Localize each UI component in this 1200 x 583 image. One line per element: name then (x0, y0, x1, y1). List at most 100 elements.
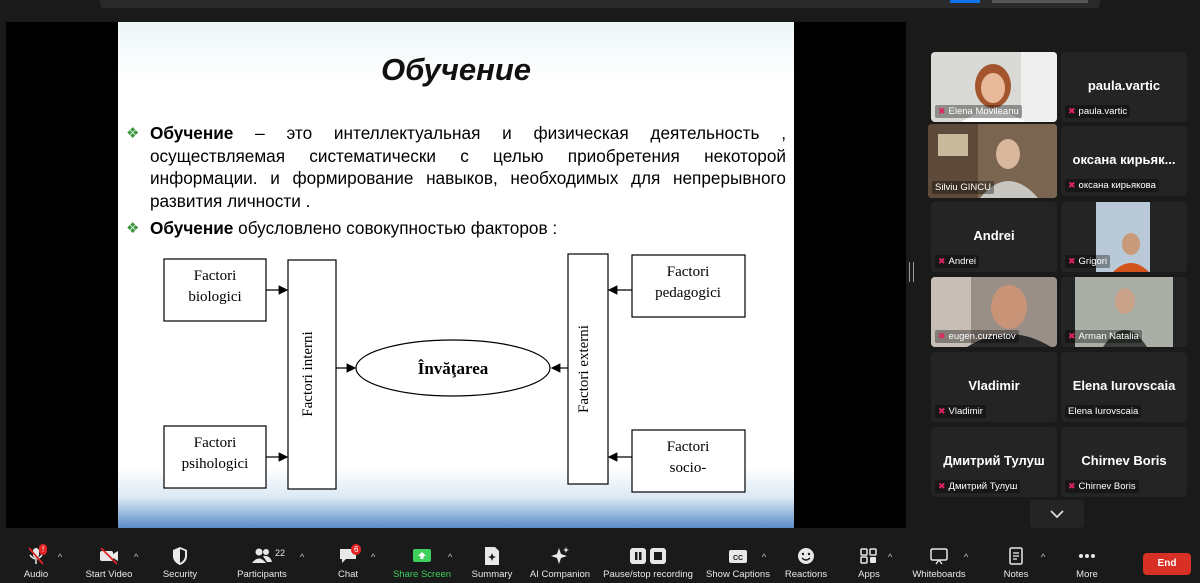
participant-tile[interactable]: ✖Arman Natalia (1061, 277, 1187, 347)
show-captions-button[interactable]: CC Show Captions (704, 538, 772, 583)
participant-video (1061, 277, 1187, 347)
share-screen-button[interactable]: Share Screen (390, 538, 454, 583)
more-button[interactable]: More (1064, 538, 1110, 583)
slide-paragraph-1: Обучение – это интеллектуальная и физиче… (150, 122, 786, 212)
top-bar-accent (950, 0, 980, 3)
participant-label: ✖Grigori (1065, 255, 1111, 268)
video-off-icon (100, 547, 118, 565)
participant-tile[interactable]: Andrei ✖Andrei (931, 202, 1057, 272)
participant-tile[interactable]: оксана кирьяк... ✖оксана кирьякова (1061, 126, 1187, 196)
share-screen-icon (413, 549, 431, 562)
participant-tile[interactable]: ✖Elena Movileanu (931, 52, 1057, 122)
captions-options-caret[interactable]: ^ (762, 552, 767, 562)
p1-bold: Обучение (150, 123, 234, 143)
label-externi: Factori externi (576, 325, 592, 413)
whiteboards-button[interactable]: Whiteboards (906, 538, 972, 583)
whiteboards-label: Whiteboards (912, 569, 966, 580)
captions-label: Show Captions (706, 569, 770, 580)
audio-button[interactable]: ! Audio (12, 538, 60, 583)
participants-options-caret[interactable]: ^ (300, 552, 305, 562)
panel-resize-handle[interactable] (909, 262, 914, 282)
apps-options-caret[interactable]: ^ (888, 552, 893, 562)
participant-display-name: Andrei (973, 228, 1015, 243)
svg-text:CC: CC (733, 555, 743, 562)
share-screen-label: Share Screen (392, 569, 452, 580)
participant-label: ✖paula.vartic (1065, 105, 1131, 118)
box-soc-line1: Factori (667, 439, 710, 455)
notes-button[interactable]: Notes (994, 538, 1038, 583)
chat-label: Chat (337, 569, 359, 580)
apps-icon (860, 548, 877, 564)
bullet-diamond-icon: ❖ (126, 220, 140, 237)
participant-video (928, 124, 1057, 198)
participant-label: Silviu GINCU (932, 181, 994, 194)
participant-tile[interactable]: Chirnev Boris ✖Chirnev Boris (1061, 427, 1187, 497)
audio-options-caret[interactable]: ^ (58, 552, 63, 562)
box-interni (287, 259, 337, 490)
participant-display-name: оксана кирьяк... (1072, 152, 1176, 167)
participant-tile[interactable]: paula.vartic ✖paula.vartic (1061, 52, 1187, 122)
box-bio-line2: biologici (188, 289, 241, 305)
notes-label: Notes (1003, 569, 1029, 580)
box-psi-line2: psihologici (182, 456, 249, 472)
box-ped-line1: Factori (667, 264, 710, 280)
participant-label: ✖Дмитрий Тулуш (935, 480, 1021, 493)
participants-count: 22 (275, 548, 286, 558)
chevron-down-icon (1050, 510, 1064, 519)
participant-label: ✖Chirnev Boris (1065, 480, 1139, 493)
participant-video (931, 277, 1057, 347)
mic-muted-icon: ✖ (1068, 256, 1076, 266)
reactions-label: Reactions (784, 569, 828, 580)
slide-title: Обучение (381, 52, 531, 87)
start-video-button[interactable]: Start Video (78, 538, 140, 583)
chat-button[interactable]: 6 Chat (326, 538, 370, 583)
notes-options-caret[interactable]: ^ (1041, 552, 1046, 562)
security-button[interactable]: Security (156, 538, 204, 583)
participant-tile[interactable]: Дмитрий Тулуш ✖Дмитрий Тулуш (931, 427, 1057, 497)
ai-companion-button[interactable]: AI Companion (524, 538, 596, 583)
participant-tile[interactable]: Elena Iurovscaia Elena Iurovscaia (1061, 352, 1187, 422)
top-bar-control[interactable] (992, 0, 1088, 3)
audio-label: Audio (23, 569, 49, 580)
label-invatarea: Învăţarea (418, 359, 489, 378)
participant-label: ✖Arman Natalia (1065, 330, 1142, 343)
bullet-diamond-icon: ❖ (126, 125, 140, 142)
more-dots-icon (1079, 554, 1095, 558)
whiteboards-options-caret[interactable]: ^ (964, 552, 969, 562)
top-info-bar (100, 0, 1100, 8)
box-externi (567, 253, 609, 485)
captions-icon: CC (729, 550, 747, 563)
shield-icon (173, 547, 187, 565)
participant-tile[interactable]: Vladimir ✖Vladimir (931, 352, 1057, 422)
participant-display-name: Chirnev Boris (1081, 453, 1167, 468)
share-options-caret[interactable]: ^ (448, 552, 453, 562)
participant-display-name: paula.vartic (1087, 78, 1161, 93)
video-options-caret[interactable]: ^ (134, 552, 139, 562)
ai-companion-label: AI Companion (529, 569, 591, 580)
factors-diagram: Factori biologici Factori psihologici Fa… (163, 253, 746, 493)
summary-icon (485, 547, 499, 565)
participant-label: ✖оксана кирьякова (1065, 179, 1159, 192)
apps-button[interactable]: Apps (848, 538, 890, 583)
box-bio-line1: Factori (194, 268, 237, 284)
participant-tile[interactable]: ✖eugen.cuznetov (931, 277, 1057, 347)
box-pedagogici (631, 254, 746, 318)
participants-icon (252, 548, 272, 563)
participant-display-name: Elena Iurovscaia (1072, 378, 1176, 393)
gallery-next-page-button[interactable] (1030, 500, 1084, 528)
mic-muted-icon: ✖ (938, 256, 946, 266)
reactions-button[interactable]: Reactions (780, 538, 832, 583)
pause-stop-icon (630, 548, 666, 564)
mic-muted-icon: ✖ (1068, 481, 1076, 491)
participants-button[interactable]: 22 Participants (230, 538, 294, 583)
end-meeting-button[interactable]: End (1143, 553, 1191, 575)
more-label: More (1076, 569, 1098, 580)
security-label: Security (162, 569, 198, 580)
participant-tile[interactable]: ✖Grigori (1061, 202, 1187, 272)
participant-tile-active-speaker[interactable]: Silviu GINCU (928, 124, 1057, 198)
audio-warning-badge: ! (39, 544, 48, 555)
box-socio (631, 429, 746, 493)
chat-options-caret[interactable]: ^ (371, 552, 376, 562)
pause-stop-recording-button[interactable]: Pause/stop recording (600, 538, 696, 583)
summary-button[interactable]: Summary (466, 538, 518, 583)
